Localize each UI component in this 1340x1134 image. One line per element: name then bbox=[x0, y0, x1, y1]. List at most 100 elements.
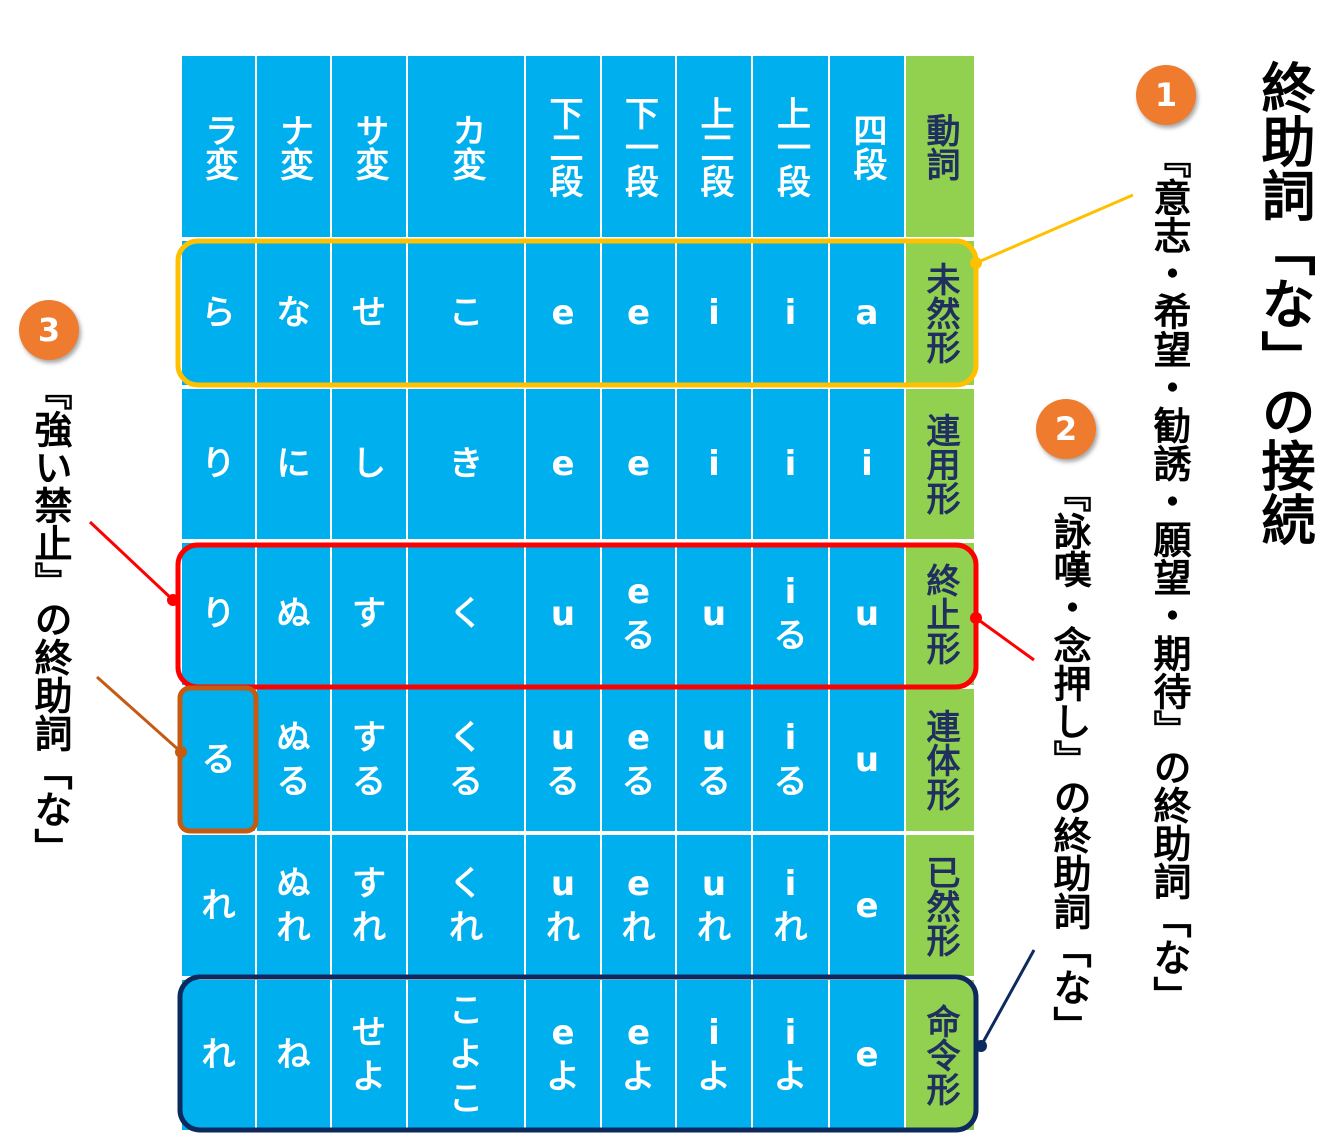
table-cell: れ bbox=[182, 835, 255, 976]
table-cell: e bbox=[602, 241, 675, 385]
table-cell: e よ bbox=[602, 980, 675, 1130]
table-cell: i bbox=[753, 241, 828, 385]
column-header-label: 上一段 bbox=[770, 95, 811, 198]
cell-text: u bbox=[701, 594, 727, 634]
table-cell: す れ bbox=[332, 835, 406, 976]
cell-text: く bbox=[449, 594, 483, 634]
table-cell: き bbox=[408, 389, 524, 539]
column-header: 上二段 bbox=[677, 56, 751, 237]
column-header: ラ変 bbox=[182, 56, 255, 237]
cell-text: u る bbox=[697, 718, 731, 802]
cell-text: i bbox=[784, 293, 797, 333]
cell-text: e る bbox=[621, 718, 656, 802]
table-cell: e bbox=[526, 241, 600, 385]
table-cell: u bbox=[526, 543, 600, 685]
cell-text: u れ bbox=[546, 863, 580, 948]
table-cell: i bbox=[677, 241, 751, 385]
highlight-ra-rentaikei bbox=[177, 685, 259, 834]
column-header: カ変 bbox=[408, 56, 524, 237]
cell-text: a bbox=[855, 293, 879, 333]
table-cell: u れ bbox=[677, 835, 751, 976]
table-cell: i よ bbox=[753, 980, 828, 1130]
table-cell: ね bbox=[257, 980, 330, 1130]
cell-text: e れ bbox=[621, 863, 656, 948]
cell-text: i bbox=[708, 293, 720, 333]
column-header: ナ変 bbox=[257, 56, 330, 237]
cell-text: な bbox=[276, 293, 311, 333]
table-cell: i る bbox=[753, 543, 828, 685]
row-header: 未然形 bbox=[906, 241, 974, 385]
table-cell: く る bbox=[408, 689, 524, 831]
cell-text: u る bbox=[546, 718, 580, 802]
table-cell: e bbox=[602, 389, 675, 539]
cell-text: く る bbox=[449, 718, 483, 802]
column-header-label: 四段 bbox=[847, 112, 887, 181]
cell-text: す bbox=[352, 594, 386, 634]
cell-text: ね bbox=[276, 1035, 311, 1075]
badge-1: 1 bbox=[1136, 65, 1196, 125]
cell-text: こ bbox=[449, 293, 483, 333]
column-header: サ変 bbox=[332, 56, 406, 237]
cell-text: に bbox=[276, 444, 311, 484]
table-cell: i bbox=[677, 389, 751, 539]
table-cell: i bbox=[830, 389, 904, 539]
table-cell: り bbox=[182, 543, 255, 685]
table-cell: し bbox=[332, 389, 406, 539]
cell-text: き bbox=[449, 444, 483, 484]
row-header: 命令形 bbox=[906, 980, 974, 1130]
table-cell: り bbox=[182, 389, 255, 539]
cell-text: こ よ こ bbox=[449, 991, 483, 1119]
cell-text: ぬ bbox=[276, 594, 311, 634]
cell-text: れ bbox=[201, 1035, 236, 1075]
cell-text: i bbox=[861, 444, 873, 484]
cell-text: し bbox=[352, 444, 386, 484]
table-cell: ぬ る bbox=[257, 689, 330, 831]
highlight-shushikei bbox=[175, 542, 979, 690]
column-header-label: 下一段 bbox=[618, 95, 659, 198]
cell-text: く れ bbox=[449, 863, 483, 948]
column-header: 下一段 bbox=[602, 56, 675, 237]
table-cell: i れ bbox=[753, 835, 828, 976]
header-corner: 動詞 bbox=[906, 56, 974, 237]
table-cell: e bbox=[830, 835, 904, 976]
page-title: 終助詞「な」の接続 bbox=[1252, 60, 1315, 546]
cell-text: e bbox=[551, 444, 575, 484]
table-cell: る bbox=[182, 689, 255, 831]
highlight-meireikei bbox=[177, 974, 979, 1133]
table-cell: u る bbox=[677, 689, 751, 831]
table-cell: u る bbox=[526, 689, 600, 831]
row-header-label: 終止形 bbox=[920, 563, 960, 665]
table-cell: な bbox=[257, 241, 330, 385]
row-header-label: 連体形 bbox=[920, 709, 960, 811]
cell-text: e よ bbox=[621, 1013, 656, 1097]
column-header-label: 上二段 bbox=[694, 95, 734, 198]
table-cell: く れ bbox=[408, 835, 524, 976]
cell-text: e bbox=[855, 1035, 879, 1075]
table-cell: u bbox=[830, 543, 904, 685]
cell-text: e よ bbox=[546, 1013, 580, 1097]
table-cell: に bbox=[257, 389, 330, 539]
cell-text: i よ bbox=[697, 1013, 731, 1097]
highlight-mizenkei bbox=[175, 238, 979, 388]
cell-text: せ bbox=[352, 293, 386, 333]
cell-text: i る bbox=[773, 572, 808, 656]
cell-text: u bbox=[854, 740, 880, 780]
table-cell: れ bbox=[182, 980, 255, 1130]
cell-text: e bbox=[626, 293, 651, 333]
cell-text: e bbox=[855, 885, 879, 926]
cell-text: e る bbox=[621, 572, 656, 656]
table-cell: u bbox=[677, 543, 751, 685]
annotation-1-text: 『意志・希望・勧誘・願望・期待』の終助詞「な」 bbox=[1147, 140, 1191, 1014]
row-header-label: 命令形 bbox=[920, 1004, 960, 1106]
table-cell: e れ bbox=[602, 835, 675, 976]
cell-text: す れ bbox=[352, 863, 386, 948]
cell-text: u bbox=[854, 594, 880, 634]
table-cell: こ よ こ bbox=[408, 980, 524, 1130]
column-header-label: カ変 bbox=[446, 112, 486, 181]
table-cell: a bbox=[830, 241, 904, 385]
table-cell: ぬ bbox=[257, 543, 330, 685]
cell-text: i れ bbox=[773, 863, 808, 948]
table-cell: せ bbox=[332, 241, 406, 385]
table-cell: ら bbox=[182, 241, 255, 385]
